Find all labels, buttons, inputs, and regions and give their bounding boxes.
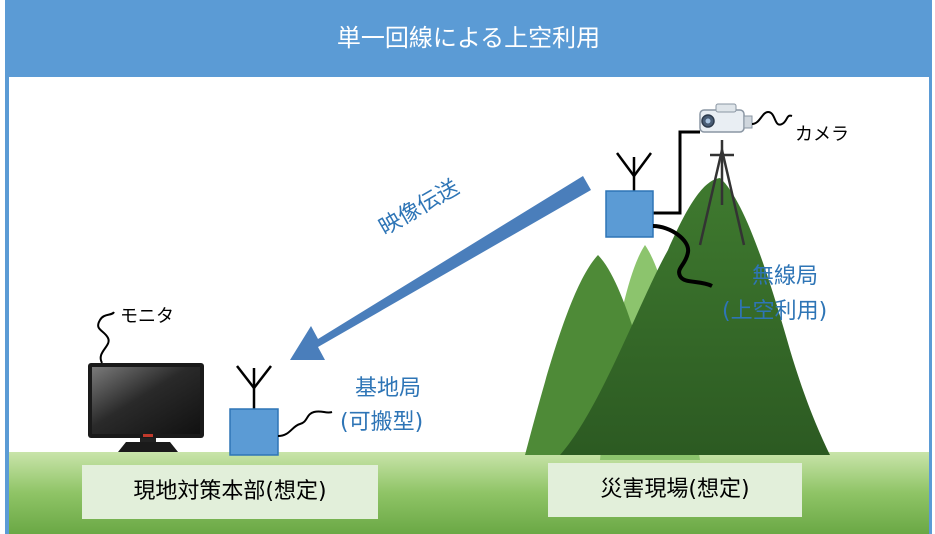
arrow-icon (290, 176, 591, 360)
hq-label: 現地対策本部(想定) (133, 479, 327, 504)
header-bar: 単一回線による上空利用 (5, 0, 932, 77)
camera-label: カメラ (795, 124, 849, 145)
base-station-box (229, 408, 279, 456)
radio-cable-icon (652, 224, 713, 288)
disaster-site-label-box: 災害現場(想定) (548, 463, 802, 517)
hq-label-box: 現地対策本部(想定) (82, 465, 378, 519)
camera-link-line (653, 130, 700, 215)
base-cable-icon (277, 410, 333, 437)
monitor-label: モニタ (120, 306, 174, 327)
base-station-label-line1: 基地局 (355, 376, 422, 401)
radio-station-box (605, 190, 654, 238)
camera-icon (699, 103, 753, 133)
antenna-icon (615, 152, 653, 192)
cable-icon (751, 110, 793, 126)
monitor-icon (88, 363, 204, 452)
mountain-main (560, 178, 830, 455)
radio-station-label-line2: (上空利用) (722, 299, 828, 324)
base-station-label-line2: (可搬型) (340, 410, 424, 435)
radio-station-label-line1: 無線局 (752, 264, 819, 289)
left-border (5, 77, 9, 534)
monitor-cable-icon (97, 311, 115, 364)
disaster-site-label: 災害現場(想定) (600, 477, 750, 502)
base-antenna-icon (236, 365, 272, 410)
right-border (929, 77, 932, 534)
diagram-title: 単一回線による上空利用 (336, 24, 601, 52)
tripod-icon (698, 140, 746, 246)
